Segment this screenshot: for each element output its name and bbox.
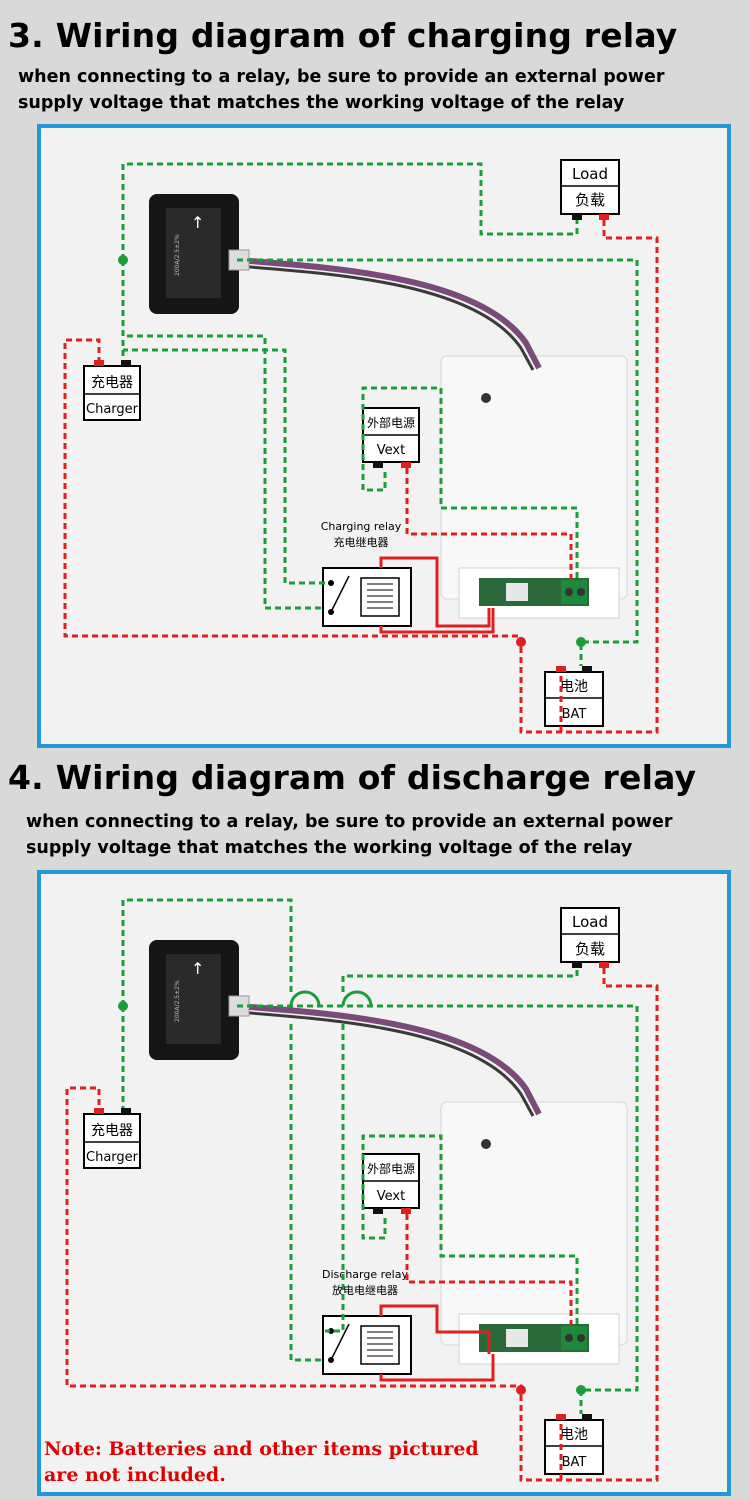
protection-board-module [440, 355, 628, 600]
note-line1: Note: Batteries and other items pictured [44, 1438, 479, 1460]
positive-wires [65, 968, 659, 1482]
charger-label-cn: 充电器 [91, 1123, 133, 1139]
relay-label-en: Discharge relay [322, 1268, 408, 1281]
negative-wires [121, 898, 639, 1414]
charging-relay-diagram: ↑ 200A/2.5±2% Load 负载 充电器 Charger 外部电源 V… [37, 124, 731, 748]
vext-label-en: Vext [377, 1189, 405, 1204]
load-label-en: Load [572, 165, 608, 183]
battery-box [544, 1419, 604, 1475]
module-usb-port [506, 583, 528, 601]
protection-board-module [440, 1101, 628, 1346]
vext-label-cn: 外部电源 [367, 1161, 415, 1176]
sensor-cable [236, 1003, 542, 1116]
vext-label-en: Vext [377, 443, 405, 458]
load-box [560, 907, 620, 963]
relay-coil-wires [379, 556, 495, 634]
note-line2: are not included. [44, 1464, 226, 1486]
charger-label-en: Charger [86, 1150, 139, 1165]
sensor-rating-text: 200A/2.5±2% [174, 980, 181, 1022]
sensor-arrow-icon: ↑ [191, 213, 204, 232]
wire-crossover [341, 990, 373, 1007]
section4-subtitle-line1: when connecting to a relay, be sure to p… [26, 812, 673, 832]
disclaimer-note: Note: Batteries and other items pictured… [44, 1436, 479, 1488]
relay-coil [360, 577, 400, 617]
section3-subtitle-line2: supply voltage that matches the working … [18, 93, 625, 113]
charging-relay-wiring-svg: ↑ 200A/2.5±2% Load 负载 充电器 Charger 外部电源 V… [63, 159, 659, 734]
section4-title: 4. Wiring diagram of discharge relay [8, 758, 697, 797]
battery-label-cn: 电池 [560, 1427, 588, 1443]
charger-box [83, 365, 141, 421]
load-box [560, 159, 620, 215]
module-led [481, 393, 491, 403]
relay-label-cn: 放电电继电器 [332, 1283, 398, 1297]
battery-box [544, 671, 604, 727]
negative-wires [121, 162, 639, 666]
relay-box [322, 1315, 412, 1375]
sensor-arrow-icon: ↑ [191, 959, 204, 978]
charger-label-en: Charger [86, 402, 139, 417]
section4-subtitle-line2: supply voltage that matches the working … [26, 838, 633, 858]
relay-switch [330, 1323, 350, 1361]
section3-subtitle-line1: when connecting to a relay, be sure to p… [18, 67, 665, 87]
vext-label-cn: 外部电源 [367, 415, 415, 430]
sensor-cable [236, 257, 542, 370]
discharge-relay-diagram: ↑ 200A/2.5±2% Load 负载 充电器 Charger 外部电源 V… [37, 870, 731, 1496]
relay-label-en: Charging relay [321, 520, 402, 533]
relay-switch [330, 575, 350, 613]
discharge-relay-wiring-svg: ↑ 200A/2.5±2% Load 负载 充电器 Charger 外部电源 V… [65, 898, 659, 1482]
load-label-cn: 负载 [575, 191, 605, 209]
battery-label-cn: 电池 [560, 679, 588, 695]
relay-coil-wires [379, 1304, 495, 1382]
relay-label-cn: 充电继电器 [334, 535, 389, 549]
load-label-cn: 负载 [575, 940, 605, 958]
battery-label-en: BAT [562, 1455, 587, 1470]
charger-label-cn: 充电器 [91, 375, 133, 391]
relay-box [322, 567, 412, 627]
sensor-rating-text: 200A/2.5±2% [174, 234, 181, 276]
load-label-en: Load [572, 913, 608, 931]
positive-wires [63, 220, 659, 734]
charger-box [83, 1113, 141, 1169]
battery-label-en: BAT [562, 707, 587, 722]
wire-crossover [289, 990, 321, 1007]
section3-title: 3. Wiring diagram of charging relay [8, 16, 678, 55]
